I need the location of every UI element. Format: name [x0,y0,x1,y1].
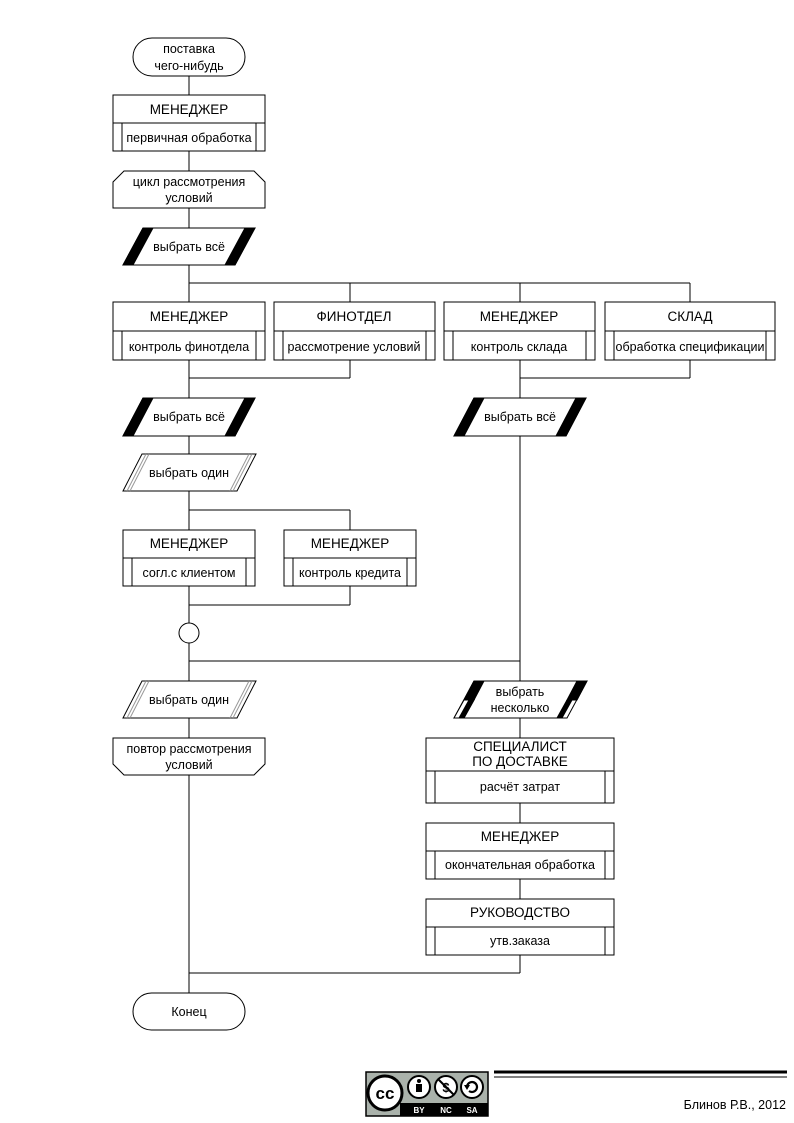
block-action: обработка спецификации [616,340,765,354]
merge-connector-circle [178,622,200,644]
block-action: согл.с клиентом [143,566,236,580]
block-action: утв.заказа [490,934,550,948]
block-actor: МЕНЕДЖЕР [311,536,390,551]
select-one-label: выбрать один [149,693,229,707]
block-actor: СКЛАД [667,309,712,324]
start-line2: чего-нибудь [154,59,223,73]
process-block-final-processing: МЕНЕДЖЕР окончательная обработка [425,822,615,880]
block-action: рассмотрение условий [288,340,421,354]
parallel-block-finance: ФИНОТДЕЛ рассмотрение условий [273,301,436,361]
select-all-label: выбрать всё [153,410,225,424]
choice-block-credit-control: МЕНЕДЖЕР контроль кредита [283,529,417,587]
select-all-label: выбрать всё [484,410,556,424]
block-actor: МЕНЕДЖЕР [150,102,229,117]
block-action: окончательная обработка [445,858,595,872]
block-actor: РУКОВОДСТВО [470,905,570,920]
select-all-label: выбрать всё [153,240,225,254]
select-all-gate-1: выбрать всё [122,227,256,266]
block-actor: МЕНЕДЖЕР [480,309,559,324]
select-several-line1: выбрать [496,685,545,699]
connector-lines [188,76,691,993]
select-one-label: выбрать один [149,466,229,480]
loop-end-line1: повтор рассмотрения [126,742,251,756]
block-actor-line1: СПЕЦИАЛИСТ [473,739,567,754]
cc-license-badge: cc $ BY NC SA [365,1071,489,1117]
loop-end-line2: условий [165,758,212,772]
select-all-gate-3: выбрать всё [453,397,587,437]
block-actor: ФИНОТДЕЛ [316,309,391,324]
block-actor: МЕНЕДЖЕР [481,829,560,844]
process-block-manager-initial: МЕНЕДЖЕР первичная обработка [112,94,266,152]
footer-rule [494,1070,787,1078]
block-actor: МЕНЕДЖЕР [150,536,229,551]
start-line1: поставка [163,42,215,56]
block-actor-line2: ПО ДОСТАВКЕ [472,754,568,769]
block-action: контроль склада [471,340,567,354]
process-block-approval: РУКОВОДСТВО утв.заказа [425,898,615,956]
parallel-block-manager-stock: МЕНЕДЖЕР контроль склада [443,301,596,361]
loop-start: цикл рассмотрения условий [112,170,266,209]
loop-start-line2: условий [165,191,212,205]
block-action: контроль кредита [299,566,401,580]
license-sa: SA [466,1106,477,1115]
loop-end: повтор рассмотрения условий [112,737,266,776]
block-action: контроль финотдела [129,340,249,354]
select-several-gate: выбрать несколько [453,680,588,719]
select-all-gate-2: выбрать всё [122,397,256,437]
cc-logo-icon [366,1074,404,1112]
license-by: BY [413,1106,425,1115]
parallel-block-manager-fin: МЕНЕДЖЕР контроль финотдела [112,301,266,361]
sa-sharealike-icon [460,1075,484,1099]
block-action: первичная обработка [126,131,251,145]
select-one-gate-2: выбрать один [122,680,257,719]
select-several-line2: несколько [491,701,550,715]
choice-block-client-agreement: МЕНЕДЖЕР согл.с клиентом [122,529,256,587]
select-one-gate-1: выбрать один [122,453,257,492]
end-terminator: Конец [132,992,246,1031]
process-block-delivery: СПЕЦИАЛИСТ ПО ДОСТАВКЕ расчёт затрат [425,737,615,804]
parallel-block-warehouse: СКЛАД обработка спецификации [604,301,776,361]
block-actor: МЕНЕДЖЕР [150,309,229,324]
start-terminator: поставка чего-нибудь [132,37,246,77]
cc-logo-text: cc [376,1084,395,1103]
end-label: Конец [171,1005,206,1019]
author-credit: Блинов Р.В., 2012 [683,1098,786,1112]
block-action: расчёт затрат [480,780,560,794]
license-nc: NC [440,1106,452,1115]
loop-start-line1: цикл рассмотрения [133,175,245,189]
